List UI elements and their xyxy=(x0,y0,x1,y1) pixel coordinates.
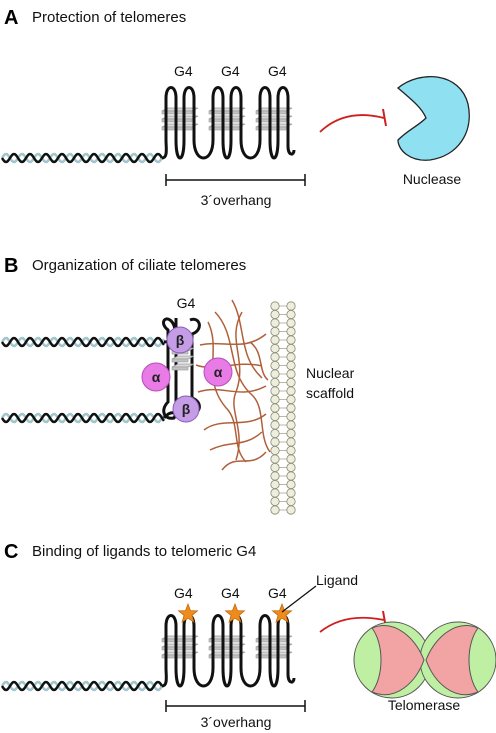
alpha-label-right: α xyxy=(214,364,223,380)
alpha-label-left: α xyxy=(152,369,161,385)
panel-a-overhang-loops xyxy=(161,86,296,160)
alpha-protein-right: α xyxy=(203,357,233,387)
inhibition-arrow-icon xyxy=(319,108,387,133)
panel-a-g4-label-3: G4 xyxy=(268,63,287,79)
panel-a-overhang-label: 3´overhang xyxy=(201,192,272,208)
ligand-label: Ligand xyxy=(316,572,358,588)
panel-c-letter: C xyxy=(4,541,18,563)
panel-c-overhang-bracket xyxy=(165,700,306,712)
nuclease-label: Nuclease xyxy=(403,171,462,187)
panel-b: B Organization of ciliate telomeres xyxy=(0,255,355,515)
star-icon xyxy=(224,602,246,624)
panel-b-letter: B xyxy=(4,255,18,277)
ligand-pointer xyxy=(281,585,317,613)
panel-c-g4-label-3: G4 xyxy=(268,585,287,601)
beta-label-top: β xyxy=(176,332,185,348)
panel-a-overhang-bracket xyxy=(165,174,306,186)
panel-c-g4-label-2: G4 xyxy=(221,585,240,601)
beta-protein-bottom: β xyxy=(172,395,200,423)
beta-label-bottom: β xyxy=(182,401,191,417)
panel-b-duplex-dna-bottom xyxy=(0,412,165,424)
ligand-stars xyxy=(177,602,293,624)
panel-a: A Protection of telomeres G4 G4 G4 3´ove… xyxy=(0,7,470,208)
scaffold-label-line1: Nuclear xyxy=(306,365,355,381)
panel-c-duplex-dna xyxy=(0,680,164,692)
beta-protein-top: β xyxy=(166,326,194,354)
telomerase-label: Telomerase xyxy=(388,697,461,713)
panel-c-overhang-label: 3´overhang xyxy=(201,714,272,730)
star-icon xyxy=(177,602,199,624)
panel-b-duplex-dna-top xyxy=(0,336,165,348)
scaffold-label-line2: scaffold xyxy=(306,385,354,401)
panel-a-letter: A xyxy=(4,7,18,29)
panel-c-title: Binding of ligands to telomeric G4 xyxy=(32,543,256,560)
telomerase-icon xyxy=(353,621,496,699)
panel-c-g4-label-1: G4 xyxy=(174,585,193,601)
panel-c-overhang-loops xyxy=(161,614,296,688)
panel-a-g4-label-2: G4 xyxy=(221,63,240,79)
scaffold-fibers xyxy=(195,299,271,471)
panel-a-g4-label-1: G4 xyxy=(174,63,193,79)
panel-c: C Binding of ligands to telomeric G4 G4 … xyxy=(0,541,496,730)
panel-a-duplex-dna xyxy=(0,152,164,164)
panel-b-title: Organization of ciliate telomeres xyxy=(32,257,246,274)
alpha-protein-left: α xyxy=(141,362,171,392)
nuclease-icon xyxy=(396,76,470,161)
panel-a-title: Protection of telomeres xyxy=(32,9,186,26)
nuclear-scaffold xyxy=(270,301,296,515)
star-icon xyxy=(271,602,293,624)
panel-b-g4-label: G4 xyxy=(177,295,196,311)
